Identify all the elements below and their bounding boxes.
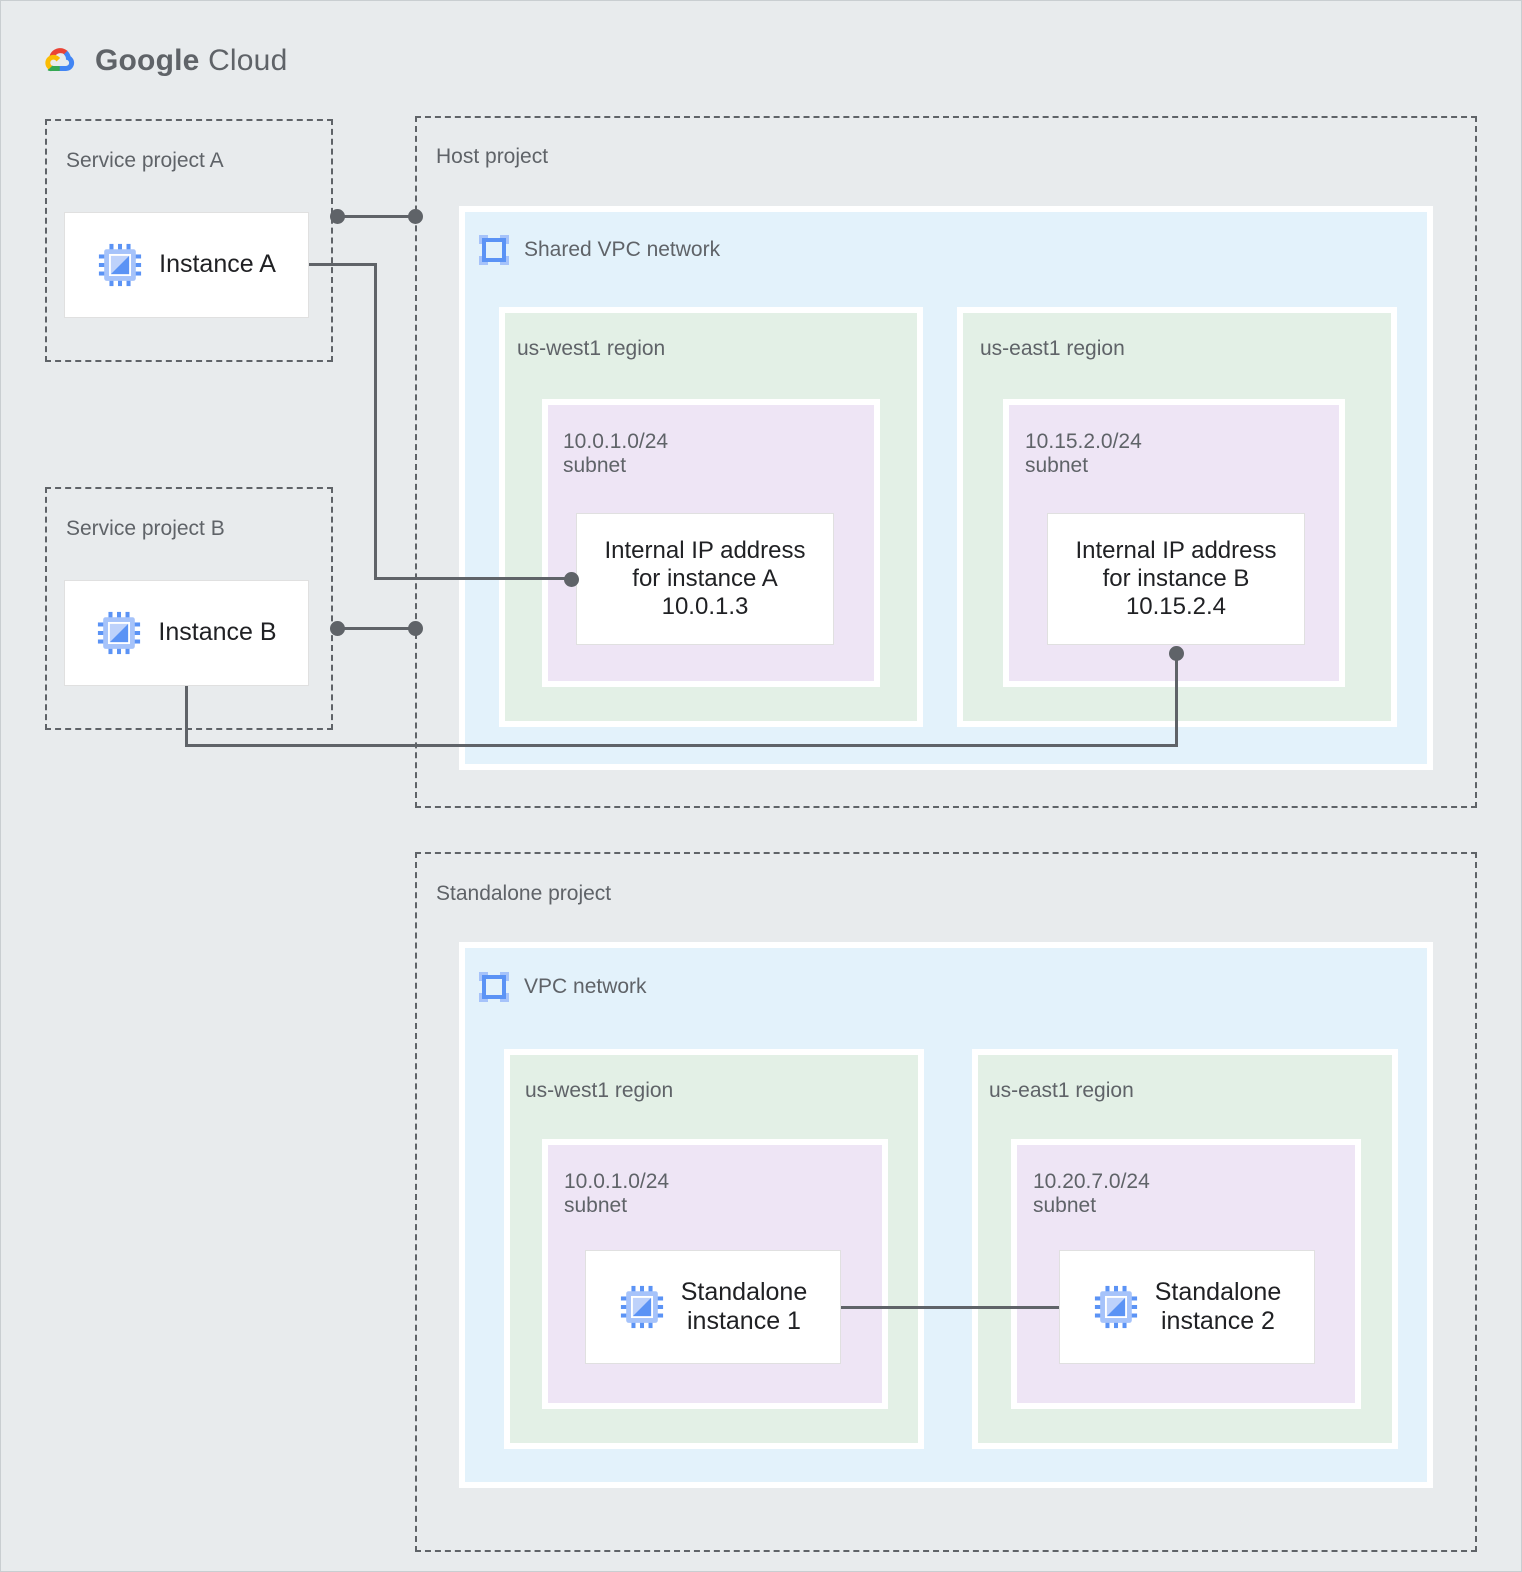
brand-text: Google Cloud xyxy=(95,44,287,78)
standalone-instance-2-label: Standalone instance 2 xyxy=(1154,1277,1282,1336)
connector-instance-b-ip-seg3 xyxy=(1175,653,1178,745)
vpc-network-label: VPC network xyxy=(524,975,647,998)
standalone-subnet-10-20-7-0-label: 10.20.7.0/24 subnet xyxy=(1033,1170,1150,1217)
connector-instance-b-ip-seg1 xyxy=(185,686,188,746)
google-cloud-logo-icon xyxy=(45,48,75,72)
vpc-network-header: VPC network xyxy=(477,970,647,1004)
host-region-us-west1-label: us-west1 region xyxy=(517,337,666,360)
connector-instance-b-ip-seg2 xyxy=(185,744,1178,747)
google-cloud-logo: Google Cloud xyxy=(37,39,287,83)
compute-instance-icon xyxy=(620,1285,663,1329)
service-project-b-label: Service project B xyxy=(66,517,225,540)
connector-instance-b-to-host xyxy=(337,627,415,630)
compute-instance-icon xyxy=(1094,1285,1137,1329)
standalone-region-us-east1-label: us-east1 region xyxy=(989,1079,1134,1102)
standalone-instance-1-label: Standalone instance 1 xyxy=(680,1277,808,1336)
shared-vpc-network-label: Shared VPC network xyxy=(524,238,721,261)
internal-ip-instance-b-text: Internal IP address for instance B 10.15… xyxy=(1075,536,1277,621)
host-project-label: Host project xyxy=(436,145,549,168)
connector-dot-instance-a-left xyxy=(330,209,345,224)
connector-dot-instance-a-right xyxy=(408,209,423,224)
host-project-container xyxy=(415,116,1477,808)
instance-b-label: Instance B xyxy=(158,618,277,647)
standalone-instance-1-card[interactable]: Standalone instance 1 xyxy=(585,1250,841,1364)
connector-standalone-1-to-2 xyxy=(841,1306,1059,1309)
host-region-us-east1-label: us-east1 region xyxy=(980,337,1125,360)
connector-dot-instance-b-right xyxy=(408,621,423,636)
connector-instance-a-ip-seg1 xyxy=(309,263,377,266)
standalone-project-label: Standalone project xyxy=(436,882,612,905)
connector-instance-a-ip-seg2 xyxy=(374,263,377,579)
vpc-network-icon xyxy=(479,972,509,1002)
connector-dot-internal-ip-a xyxy=(564,572,579,587)
brand-name-light: Cloud xyxy=(199,44,288,77)
service-project-b-container xyxy=(45,487,333,730)
compute-instance-icon xyxy=(98,611,141,655)
internal-ip-instance-a-card: Internal IP address for instance A 10.0.… xyxy=(576,513,834,645)
vpc-network-icon xyxy=(479,235,509,265)
brand-name-bold: Google xyxy=(95,44,200,77)
connector-instance-a-ip-seg3 xyxy=(374,577,577,580)
instance-a-label: Instance A xyxy=(159,250,276,279)
host-subnet-10-0-1-0-label: 10.0.1.0/24 subnet xyxy=(563,430,669,477)
internal-ip-instance-b-card: Internal IP address for instance B 10.15… xyxy=(1047,513,1305,645)
instance-b-card[interactable]: Instance B xyxy=(64,580,309,686)
internal-ip-instance-a-text: Internal IP address for instance A 10.0.… xyxy=(604,536,806,621)
standalone-region-us-west1-label: us-west1 region xyxy=(525,1079,674,1102)
standalone-subnet-10-0-1-0-label: 10.0.1.0/24 subnet xyxy=(564,1170,670,1217)
instance-a-card[interactable]: Instance A xyxy=(64,212,309,318)
connector-instance-a-to-host xyxy=(337,215,415,218)
standalone-instance-2-card[interactable]: Standalone instance 2 xyxy=(1059,1250,1315,1364)
standalone-project-container xyxy=(415,852,1477,1552)
service-project-a-label: Service project A xyxy=(66,149,224,172)
compute-instance-icon xyxy=(99,243,142,287)
service-project-a-container xyxy=(45,119,333,362)
host-subnet-10-15-2-0-label: 10.15.2.0/24 subnet xyxy=(1025,430,1142,477)
connector-dot-instance-b-left xyxy=(330,621,345,636)
shared-vpc-network-header: Shared VPC network xyxy=(477,233,720,267)
connector-dot-internal-ip-b xyxy=(1169,646,1184,661)
